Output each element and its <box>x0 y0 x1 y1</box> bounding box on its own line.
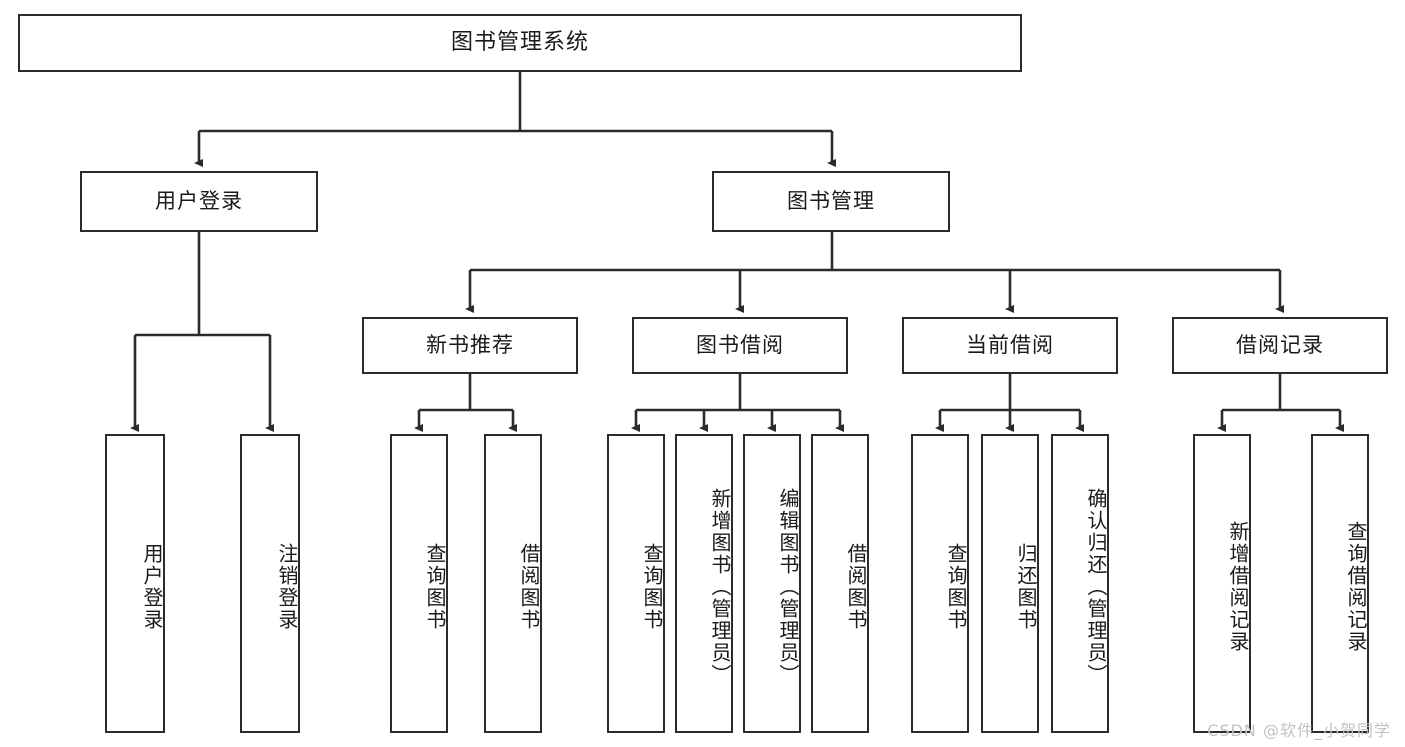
leaf-record-add-borrow-record[interactable]: 新增借阅记录 <box>1193 434 1251 733</box>
leaf-current-return-book[interactable]: 归还图书 <box>981 434 1039 733</box>
leaf-user-login-signout[interactable]: 注销登录 <box>240 434 300 733</box>
node-root-book-management-system[interactable]: 图书管理系统 <box>18 14 1022 72</box>
leaf-recommend-borrow-book[interactable]: 借阅图书 <box>484 434 542 733</box>
leaf-user-login-signin[interactable]: 用户登录 <box>105 434 165 733</box>
csdn-watermark: CSDN @软件_小贺同学 <box>1207 721 1391 740</box>
leaf-current-query-book[interactable]: 查询图书 <box>911 434 969 733</box>
leaf-record-query-borrow-record[interactable]: 查询借阅记录 <box>1311 434 1369 733</box>
leaf-borrow-add-book-admin[interactable]: 新增图书（管理员） <box>675 434 733 733</box>
leaf-borrow-query-book[interactable]: 查询图书 <box>607 434 665 733</box>
node-book-management[interactable]: 图书管理 <box>712 171 950 232</box>
leaf-borrow-edit-book-admin[interactable]: 编辑图书（管理员） <box>743 434 801 733</box>
leaf-borrow-borrow-book[interactable]: 借阅图书 <box>811 434 869 733</box>
leaf-recommend-query-book[interactable]: 查询图书 <box>390 434 448 733</box>
node-book-borrow[interactable]: 图书借阅 <box>632 317 848 374</box>
node-current-borrow[interactable]: 当前借阅 <box>902 317 1118 374</box>
node-user-login[interactable]: 用户登录 <box>80 171 318 232</box>
leaf-current-confirm-return-admin[interactable]: 确认归还（管理员） <box>1051 434 1109 733</box>
node-new-book-recommend[interactable]: 新书推荐 <box>362 317 578 374</box>
node-borrow-record[interactable]: 借阅记录 <box>1172 317 1388 374</box>
